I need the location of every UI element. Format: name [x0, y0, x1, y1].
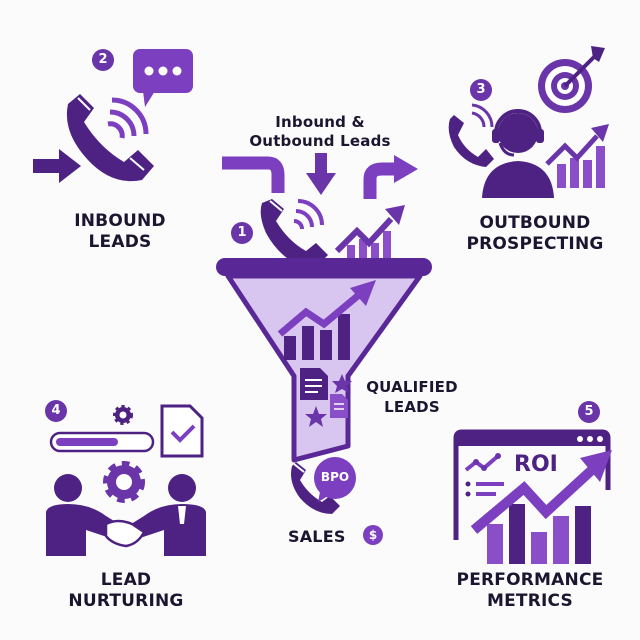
roi-text: ROI [514, 452, 558, 477]
target-icon [538, 46, 605, 113]
dashboard-window-icon [453, 429, 611, 540]
funnel-icon [216, 258, 432, 463]
growth-chart-icon [334, 205, 405, 263]
sales-label: SALES [288, 527, 346, 546]
step-badge: 3 [470, 79, 492, 101]
trend-arrow-icon [470, 450, 612, 534]
chat-bubble-icon [133, 49, 193, 107]
progress-bar-icon [49, 431, 155, 453]
funnel-label: QUALIFIED LEADS [366, 378, 458, 416]
dollar-icon: $ [363, 525, 383, 545]
step-badge: 5 [578, 401, 600, 423]
incoming-arrows-icon [222, 153, 418, 199]
step-label: PERFORMANCE METRICS [456, 570, 604, 611]
center-header: Inbound & Outbound Leads [249, 113, 391, 150]
growth-chart-icon [545, 124, 609, 188]
step-label: INBOUND LEADS [74, 211, 166, 252]
phone-icon [66, 94, 154, 182]
phone-icon [260, 199, 328, 265]
step-label: OUTBOUND PROSPECTING [466, 213, 604, 254]
bpo-bubble-text: BPO [320, 470, 350, 484]
bpo-phone-icon [291, 457, 356, 514]
step-badge: 1 [231, 222, 253, 244]
step-label: LEAD NURTURING [68, 570, 184, 611]
step-badge: 4 [45, 400, 67, 422]
arrow-right-icon [33, 149, 81, 183]
handshake-icon [46, 474, 206, 556]
gear-icon [113, 405, 133, 425]
bar-chart-icon [487, 504, 591, 564]
step-badge: 2 [92, 49, 114, 71]
checked-document-icon [160, 404, 204, 458]
agent-headset-icon [448, 103, 554, 198]
gear-icon [103, 461, 145, 503]
